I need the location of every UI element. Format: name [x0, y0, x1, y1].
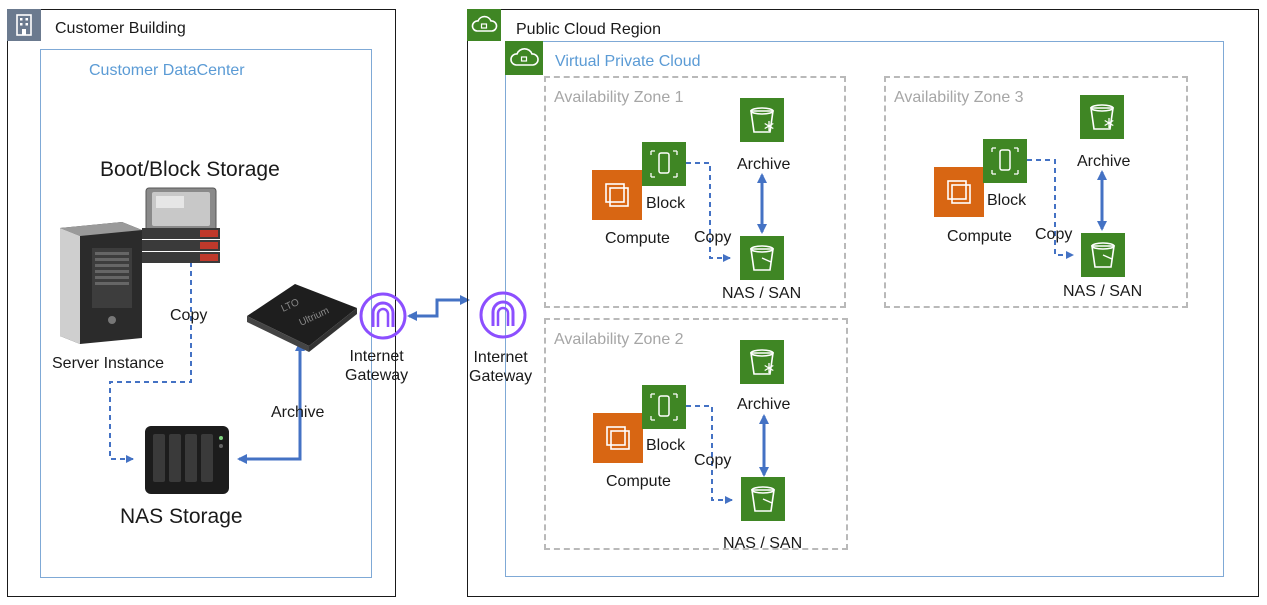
customer-copy-label: Copy	[170, 307, 208, 324]
az2-bucket-icon	[741, 477, 785, 526]
cloud-icon	[467, 9, 501, 41]
customer-archive-arrow	[237, 341, 305, 464]
az2-copy-arrow	[686, 405, 733, 504]
customer-building-frame	[7, 9, 396, 597]
az1-nas-san-label: NAS / SAN	[722, 285, 802, 302]
vpc-cloud-icon	[505, 41, 543, 75]
public-cloud-region-frame	[467, 9, 1259, 597]
az2-compute-label: Compute	[606, 473, 671, 490]
az1-compute-label: Compute	[605, 230, 670, 247]
az2-block-label: Block	[646, 437, 686, 454]
az3-compute-label: Compute	[947, 228, 1012, 245]
az3-copy-arrow	[1027, 159, 1074, 259]
az2-title: Availability Zone 2	[554, 331, 684, 348]
az1-copy-label: Copy	[694, 229, 732, 246]
az1-block-label: Block	[646, 195, 686, 212]
availability-zone-1-frame	[544, 76, 846, 308]
az2-archive-label: Archive	[737, 396, 791, 413]
server-instance-label: Server Instance	[52, 355, 165, 372]
boot-block-storage-title: Boot/Block Storage	[100, 158, 280, 181]
cloud-gateway-label: Internet Gateway	[469, 349, 533, 385]
az1-copy-arrow	[686, 162, 731, 262]
az3-block-storage-icon	[983, 139, 1027, 188]
az3-copy-label: Copy	[1035, 226, 1073, 243]
hard-drive-stack-icon	[140, 186, 222, 269]
az3-block-label: Block	[987, 192, 1027, 209]
internet-gateway-icon	[358, 291, 408, 346]
cloud-internet-gateway-icon	[478, 290, 528, 345]
az1-glacier-bucket-icon	[740, 98, 784, 147]
gateway-link-arrow	[407, 295, 470, 321]
server-tower-icon	[52, 220, 147, 350]
az2-nas-san-label: NAS / SAN	[723, 535, 803, 552]
customer-datacenter-title: Customer DataCenter	[89, 62, 245, 79]
building-icon	[7, 9, 41, 41]
az1-archive-label: Archive	[737, 156, 791, 173]
az1-compute-chip-icon	[592, 170, 642, 225]
public-cloud-region-title: Public Cloud Region	[516, 21, 661, 38]
customer-copy-arrow	[109, 262, 192, 463]
availability-zone-2-frame	[544, 318, 848, 550]
az1-bucket-icon	[740, 236, 784, 285]
az3-archive-label: Archive	[1077, 153, 1131, 170]
az2-glacier-bucket-icon	[740, 340, 784, 389]
az1-title: Availability Zone 1	[554, 89, 684, 106]
az2-block-storage-icon	[642, 385, 686, 434]
customer-building-title: Customer Building	[55, 20, 186, 37]
az1-block-storage-icon	[642, 142, 686, 191]
customer-archive-label: Archive	[271, 404, 325, 421]
nas-storage-title: NAS Storage	[120, 505, 243, 528]
tape-cartridge-icon: LTO Ultrium	[243, 278, 359, 357]
nas-device-icon	[143, 424, 231, 501]
az3-title: Availability Zone 3	[894, 89, 1024, 106]
az2-copy-label: Copy	[694, 452, 732, 469]
az3-glacier-bucket-icon	[1080, 95, 1124, 144]
az3-bucket-icon	[1081, 233, 1125, 282]
availability-zone-3-frame	[884, 76, 1188, 308]
vpc-title: Virtual Private Cloud	[555, 53, 701, 70]
az3-compute-chip-icon	[934, 167, 984, 222]
az3-nas-san-label: NAS / SAN	[1063, 283, 1143, 300]
az2-compute-chip-icon	[593, 413, 643, 468]
customer-gateway-label: Internet Gateway	[345, 348, 409, 384]
